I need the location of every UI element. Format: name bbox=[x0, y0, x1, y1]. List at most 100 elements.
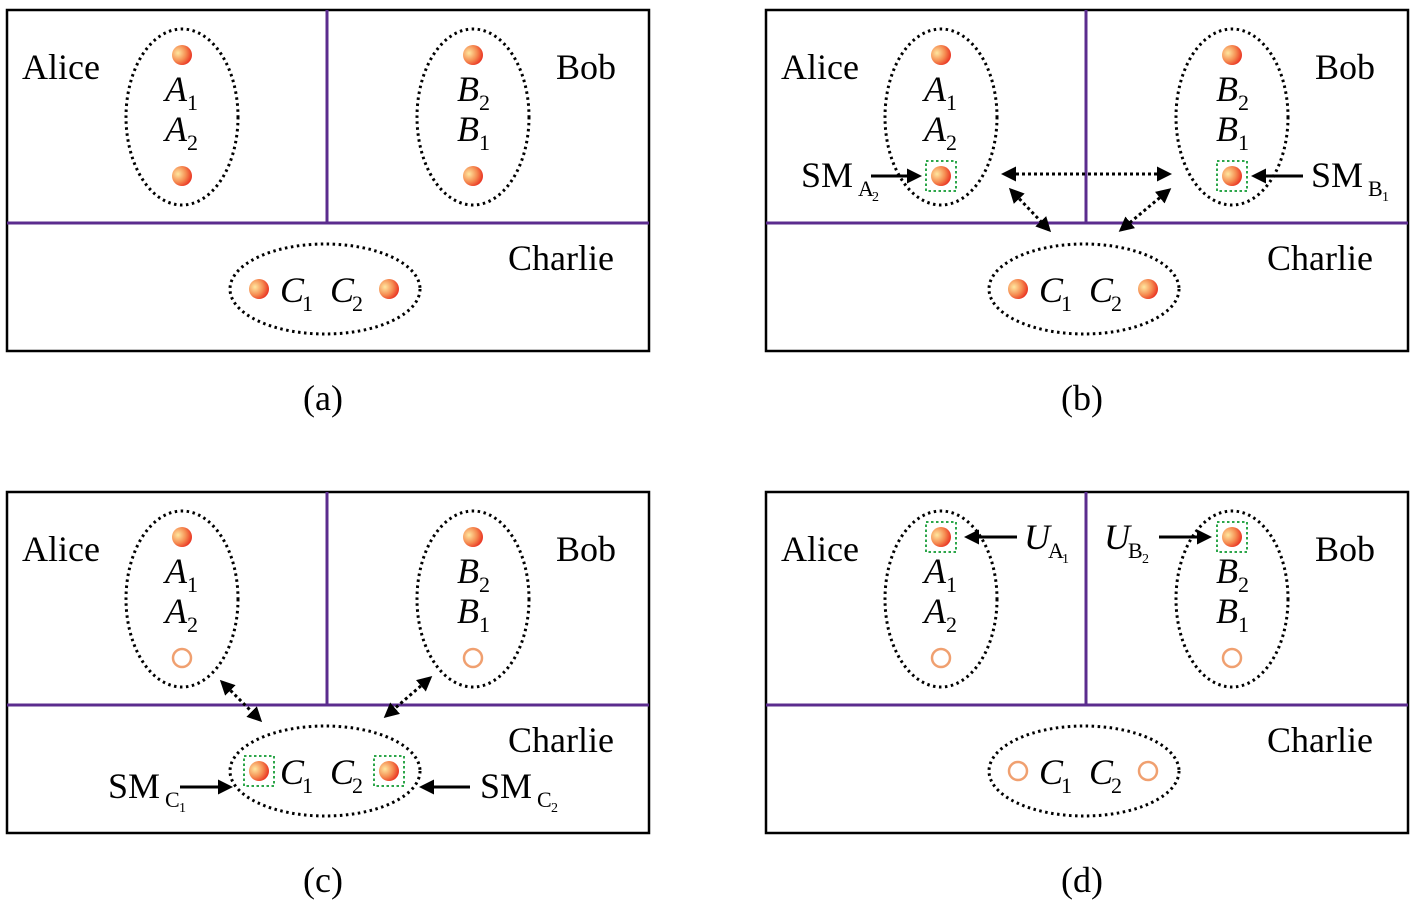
label-b1-base: B bbox=[457, 591, 479, 631]
measured-qubit bbox=[1007, 760, 1029, 782]
qubit bbox=[172, 527, 192, 547]
label-c2-sub: 2 bbox=[1111, 291, 1122, 316]
measured-qubit bbox=[171, 647, 193, 669]
op-sm-a2-base: SM bbox=[801, 155, 853, 195]
measurement-box bbox=[373, 755, 405, 787]
op-sm-c2-sub: C bbox=[537, 787, 552, 812]
label-c1: C1 bbox=[1039, 270, 1072, 316]
label-a2-sub: 2 bbox=[946, 130, 957, 155]
label-c2: C2 bbox=[1089, 752, 1122, 798]
label-c2-sub: 2 bbox=[1111, 773, 1122, 798]
label-a1-sub: 1 bbox=[946, 90, 957, 115]
label-a2-base: A bbox=[163, 109, 188, 149]
label-c1-base: C bbox=[280, 270, 305, 310]
alice-qubit-group bbox=[124, 509, 240, 689]
label-a1-sub: 1 bbox=[946, 572, 957, 597]
op-sm-a2-subsub: 2 bbox=[872, 190, 879, 205]
op-sm-b1-sub: B bbox=[1368, 176, 1383, 201]
label-a1-base: A bbox=[922, 551, 947, 591]
measurement-box bbox=[1216, 521, 1248, 553]
label-b2-sub: 2 bbox=[479, 90, 490, 115]
measured-qubit bbox=[930, 647, 952, 669]
bob-label: Bob bbox=[1315, 47, 1375, 87]
op-sm-c1-subsub: 1 bbox=[179, 801, 186, 816]
charlie-qubit-group bbox=[987, 242, 1181, 336]
measurement-box bbox=[925, 160, 957, 192]
communication-arrow bbox=[1118, 188, 1172, 232]
op-u-a1-subsub: 1 bbox=[1062, 552, 1069, 567]
charlie-label: Charlie bbox=[508, 238, 614, 278]
panel-caption: (b) bbox=[1061, 378, 1103, 418]
qubit bbox=[1222, 166, 1242, 186]
op-sm-c2-subsub: 2 bbox=[551, 801, 558, 816]
op-u-a1-sub: A bbox=[1048, 538, 1064, 563]
bob-qubit-group bbox=[1174, 509, 1290, 689]
label-c2-base: C bbox=[330, 752, 355, 792]
charlie-qubit-group bbox=[228, 724, 422, 818]
panel-caption: (c) bbox=[303, 860, 343, 900]
label-a2-sub: 2 bbox=[946, 612, 957, 637]
communication-arrow bbox=[219, 679, 263, 723]
alice-qubit-group bbox=[883, 509, 999, 689]
panel-caption: (d) bbox=[1061, 860, 1103, 900]
alice-label: Alice bbox=[22, 47, 100, 87]
charlie-qubit-group bbox=[987, 724, 1181, 818]
charlie-label: Charlie bbox=[508, 720, 614, 760]
qubit bbox=[463, 166, 483, 186]
qubit bbox=[931, 527, 951, 547]
charlie-label: Charlie bbox=[1267, 238, 1373, 278]
label-c1: C1 bbox=[1039, 752, 1072, 798]
op-u-b2-base: U bbox=[1104, 517, 1132, 557]
alice-qubit-group bbox=[883, 27, 999, 207]
charlie-label: Charlie bbox=[1267, 720, 1373, 760]
label-c2: C2 bbox=[1089, 270, 1122, 316]
label-b1-base: B bbox=[457, 109, 479, 149]
label-b2-base: B bbox=[1216, 69, 1238, 109]
qubit bbox=[463, 527, 483, 547]
alice-label: Alice bbox=[22, 529, 100, 569]
label-b1-sub: 1 bbox=[1238, 612, 1249, 637]
qubit bbox=[172, 45, 192, 65]
qubit bbox=[249, 761, 269, 781]
label-c1-sub: 1 bbox=[302, 291, 313, 316]
label-c1-sub: 1 bbox=[1061, 291, 1072, 316]
qubit bbox=[379, 761, 399, 781]
label-b1-sub: 1 bbox=[1238, 130, 1249, 155]
measurement-box bbox=[925, 521, 957, 553]
label-c2-base: C bbox=[1089, 752, 1114, 792]
label-b2-sub: 2 bbox=[1238, 572, 1249, 597]
qubit bbox=[1008, 279, 1028, 299]
label-b1-sub: 1 bbox=[479, 612, 490, 637]
label-a1-base: A bbox=[922, 69, 947, 109]
label-c1-base: C bbox=[280, 752, 305, 792]
qubit bbox=[1138, 279, 1158, 299]
label-b1-base: B bbox=[1216, 591, 1238, 631]
label-b1-sub: 1 bbox=[479, 130, 490, 155]
label-b1-base: B bbox=[1216, 109, 1238, 149]
measurement-box bbox=[1216, 160, 1248, 192]
measured-qubit bbox=[1137, 760, 1159, 782]
label-a1-sub: 1 bbox=[187, 572, 198, 597]
alice-label: Alice bbox=[781, 47, 859, 87]
label-c2: C2 bbox=[330, 752, 363, 798]
